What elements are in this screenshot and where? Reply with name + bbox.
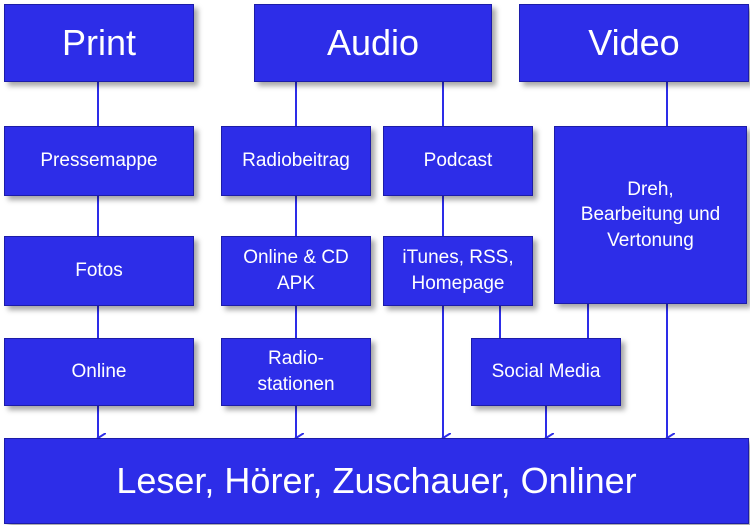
node-itunes-rss-homepage: iTunes, RSS, Homepage (383, 236, 533, 306)
header-audio: Audio (254, 4, 492, 82)
header-video: Video (519, 4, 749, 82)
node-social-media: Social Media (471, 338, 621, 406)
header-print: Print (4, 4, 194, 82)
node-radiobeitrag: Radiobeitrag (221, 126, 371, 196)
node-pressemappe: Pressemappe (4, 126, 194, 196)
node-online: Online (4, 338, 194, 406)
node-radiostationen: Radio- stationen (221, 338, 371, 406)
node-online-cd-apk: Online & CD APK (221, 236, 371, 306)
node-dreh-bearbeitung-vertonung: Dreh, Bearbeitung und Vertonung (554, 126, 747, 304)
audience-box: Leser, Hörer, Zuschauer, Onliner (4, 438, 749, 524)
node-podcast: Podcast (383, 126, 533, 196)
node-fotos: Fotos (4, 236, 194, 306)
